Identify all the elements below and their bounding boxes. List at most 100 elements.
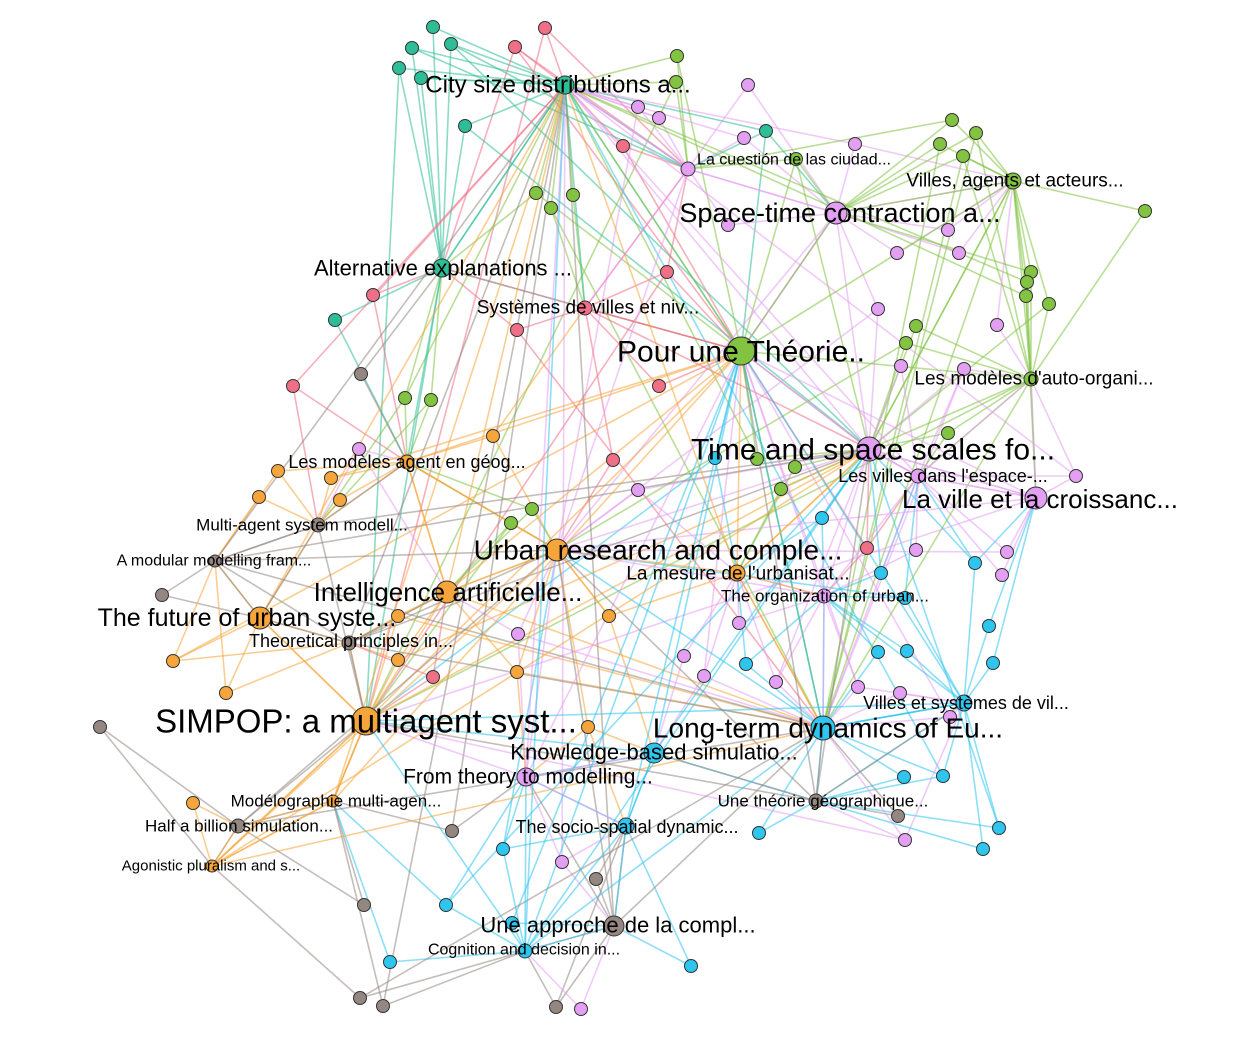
graph-node[interactable] (271, 464, 285, 478)
graph-node[interactable] (684, 959, 698, 973)
graph-node[interactable] (324, 471, 338, 485)
graph-node[interactable] (1138, 204, 1152, 218)
graph-node[interactable] (789, 152, 803, 166)
graph-node[interactable] (815, 511, 829, 525)
graph-node-modelographie[interactable] (326, 794, 340, 808)
graph-node-systemes[interactable] (577, 300, 593, 316)
graph-node[interactable] (504, 516, 518, 530)
graph-node[interactable] (510, 665, 524, 679)
graph-node[interactable] (941, 426, 955, 440)
graph-node[interactable] (936, 769, 950, 783)
graph-node[interactable] (909, 319, 923, 333)
graph-node[interactable] (652, 379, 666, 393)
graph-node[interactable] (354, 367, 368, 381)
graph-node-urban-research[interactable] (545, 538, 569, 562)
graph-node[interactable] (511, 627, 525, 641)
graph-node[interactable] (759, 124, 773, 138)
graph-node-ville-croissance[interactable] (1024, 486, 1048, 510)
graph-node[interactable] (893, 686, 907, 700)
graph-node-socio-spatial[interactable] (617, 817, 635, 835)
graph-node[interactable] (898, 833, 912, 847)
graph-node[interactable] (943, 710, 957, 724)
graph-node-theorie-geo[interactable] (808, 793, 824, 809)
graph-node[interactable] (788, 460, 802, 474)
graph-node[interactable] (566, 188, 580, 202)
graph-node-half-billion[interactable] (230, 818, 246, 834)
graph-node[interactable] (392, 61, 406, 75)
graph-node-city-size[interactable] (555, 75, 575, 95)
graph-node[interactable] (186, 796, 200, 810)
graph-node[interactable] (155, 588, 169, 602)
graph-node-cognition[interactable] (517, 943, 533, 959)
graph-node[interactable] (505, 916, 519, 930)
graph-node-villes-agents[interactable] (1004, 172, 1022, 190)
graph-node[interactable] (445, 824, 459, 838)
graph-node[interactable] (976, 842, 990, 856)
graph-node[interactable] (1000, 545, 1014, 559)
graph-node[interactable] (1042, 297, 1056, 311)
graph-node-villes-systemes[interactable] (955, 694, 973, 712)
graph-node[interactable] (982, 619, 996, 633)
graph-node[interactable] (909, 543, 923, 557)
graph-node-alternative[interactable] (432, 258, 452, 278)
graph-node[interactable] (851, 680, 865, 694)
graph-node[interactable] (93, 720, 107, 734)
graph-node[interactable] (871, 302, 885, 316)
graph-node-modular[interactable] (208, 554, 222, 568)
graph-node[interactable] (391, 653, 405, 667)
graph-node-space-time[interactable] (824, 201, 848, 225)
graph-node[interactable] (750, 452, 764, 466)
graph-node[interactable] (391, 609, 405, 623)
graph-node[interactable] (660, 265, 674, 279)
graph-node[interactable] (525, 502, 539, 516)
graph-node[interactable] (1020, 275, 1034, 289)
graph-node[interactable] (769, 675, 783, 689)
graph-node[interactable] (574, 1002, 588, 1016)
graph-node[interactable] (219, 686, 233, 700)
graph-node[interactable] (860, 541, 874, 555)
graph-node[interactable] (848, 137, 862, 151)
graph-node[interactable] (941, 223, 955, 237)
graph-node[interactable] (774, 482, 788, 496)
graph-node[interactable] (721, 218, 735, 232)
graph-node-simpop[interactable] (351, 706, 381, 736)
graph-node[interactable] (957, 362, 971, 376)
graph-node[interactable] (398, 391, 412, 405)
graph-node[interactable] (328, 313, 342, 327)
graph-node[interactable] (581, 720, 595, 734)
graph-node[interactable] (899, 336, 913, 350)
graph-node[interactable] (333, 493, 347, 507)
graph-node[interactable] (602, 609, 616, 623)
graph-node[interactable] (741, 78, 755, 92)
graph-node-time-space[interactable] (856, 436, 882, 462)
graph-node[interactable] (1069, 469, 1083, 483)
graph-node-long-term[interactable] (810, 715, 836, 741)
graph-node-intelligence[interactable] (435, 580, 459, 604)
graph-node[interactable] (366, 288, 380, 302)
graph-node-villes-espace[interactable] (910, 468, 926, 484)
graph-node[interactable] (555, 855, 569, 869)
graph-node[interactable] (631, 100, 645, 114)
graph-node-agonistic[interactable] (205, 859, 219, 873)
graph-node[interactable] (708, 451, 722, 465)
graph-node-future[interactable] (248, 606, 272, 630)
graph-node[interactable] (697, 669, 711, 683)
graph-node[interactable] (739, 657, 753, 671)
graph-node[interactable] (529, 186, 543, 200)
graph-node-modeles-agent[interactable] (399, 454, 415, 470)
graph-node[interactable] (894, 359, 908, 373)
graph-node[interactable] (414, 71, 428, 85)
graph-node[interactable] (891, 809, 905, 823)
graph-node-pour-une[interactable] (726, 336, 756, 366)
graph-node[interactable] (752, 826, 766, 840)
graph-node[interactable] (969, 126, 983, 140)
graph-node[interactable] (589, 872, 603, 886)
graph-node-mesure[interactable] (728, 564, 746, 582)
graph-node[interactable] (426, 20, 440, 34)
graph-node-auto-organi[interactable] (1023, 371, 1039, 387)
graph-node[interactable] (508, 40, 522, 54)
graph-node-approche[interactable] (603, 915, 625, 937)
graph-node[interactable] (669, 75, 683, 89)
graph-node[interactable] (631, 483, 645, 497)
graph-node-multi-agent[interactable] (310, 517, 326, 533)
